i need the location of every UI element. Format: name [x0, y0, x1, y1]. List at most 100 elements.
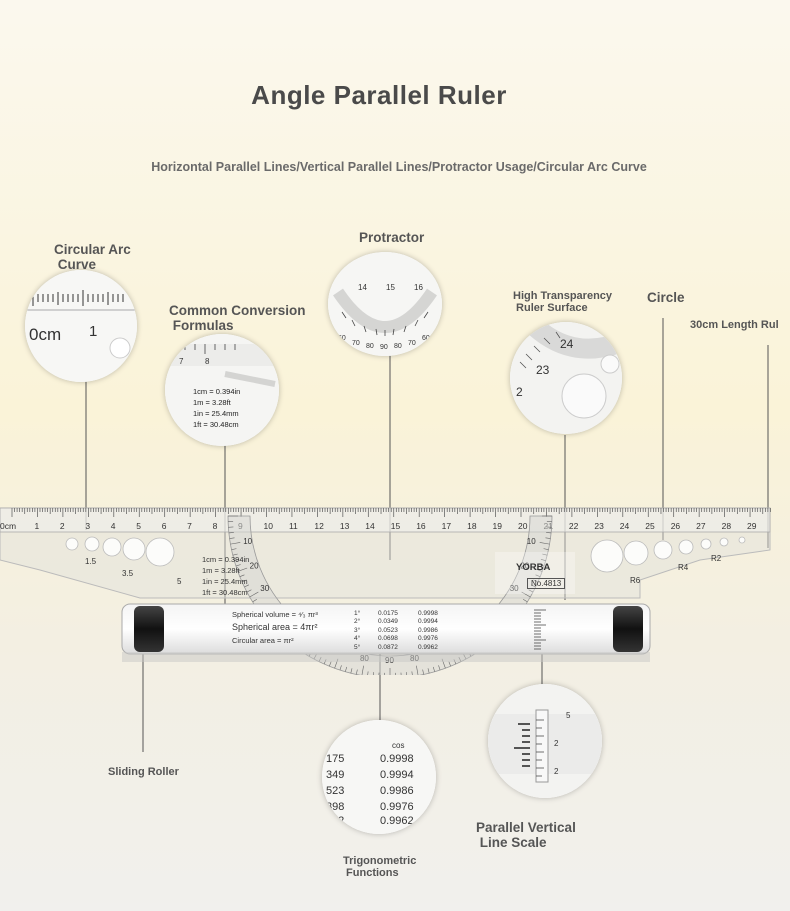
protractor-number: 10 — [243, 537, 252, 546]
protractor-tick — [532, 567, 543, 572]
protractor-tick — [339, 665, 342, 671]
svg-text:0.9976: 0.9976 — [380, 801, 414, 813]
protractor-tick — [543, 548, 549, 550]
protractor-tick — [356, 669, 358, 675]
model-label: No.4813 — [527, 578, 566, 589]
ruler-number: 0cm — [0, 521, 16, 531]
label-circle: Circle — [647, 290, 685, 305]
ruler-number: 6 — [162, 521, 167, 531]
ruler-number: 20 — [518, 521, 528, 531]
ruler-text-layer: YORBA No.4813 1.5 3.5 5 R6 R4 R2 1cm = 0… — [0, 500, 790, 675]
protractor-tick — [345, 666, 348, 672]
protractor-tick — [546, 532, 552, 534]
svg-text:2: 2 — [554, 767, 559, 776]
ruler-number: 2 — [60, 521, 65, 531]
protractor-tick — [361, 665, 364, 675]
protractor-tick — [540, 558, 546, 561]
protractor-number: 20 — [250, 561, 259, 570]
zoom-zero-label: 0cm — [29, 325, 61, 344]
transparency-zoom: 24 23 2 — [510, 322, 622, 434]
protractor-tick — [542, 553, 548, 556]
hole-label: 3.5 — [122, 569, 134, 578]
ruler-formulas: Spherical volume = ⁴⁄₃ πr³ Spherical are… — [232, 610, 318, 645]
protractor-tick — [539, 564, 545, 567]
ruler-number: 27 — [696, 521, 706, 531]
protractor-number: 30 — [260, 584, 269, 593]
protractor-tick — [234, 558, 240, 561]
ruler-number: 29 — [747, 521, 757, 531]
circular-arc-zoom: 0cm 1 — [25, 270, 137, 382]
svg-text:80: 80 — [394, 343, 402, 350]
conversion-zoom: 7 8 1cm = 0.394in 1m = 3.28ft 1in = 25.4… — [165, 334, 279, 446]
protractor-tick — [422, 669, 424, 675]
right-roller-cap — [613, 606, 643, 652]
protractor-tick — [535, 574, 541, 577]
label-circular-arc: Circular Arc Curve — [54, 242, 131, 272]
svg-text:2: 2 — [516, 385, 523, 399]
svg-text:2: 2 — [554, 739, 559, 748]
protractor-tick — [372, 672, 374, 675]
ruler-number: 4 — [111, 521, 116, 531]
label-vertical-scale: Parallel Vertical Line Scale — [476, 820, 576, 850]
svg-text:0.9962: 0.9962 — [380, 815, 414, 827]
protractor-tick — [539, 542, 550, 545]
hole-label: 5 — [177, 577, 182, 586]
svg-text:70: 70 — [408, 340, 416, 347]
ruler-number: 1 — [34, 521, 39, 531]
page-subtitle: Horizontal Parallel Lines/Vertical Paral… — [151, 160, 647, 174]
zoom-one-label: 1 — [89, 323, 97, 340]
protractor-tick — [239, 574, 245, 577]
svg-text:24: 24 — [560, 337, 574, 351]
svg-text:80: 80 — [366, 343, 374, 350]
ruler-number: 5 — [136, 521, 141, 531]
ruler-trig-degrees: 1°2°3°4°5° — [354, 610, 361, 651]
ruler-number: 26 — [671, 521, 681, 531]
hole-label: R6 — [630, 576, 641, 585]
svg-text:8: 8 — [205, 357, 210, 366]
svg-text:cos: cos — [392, 741, 404, 750]
protractor-tick — [545, 537, 551, 539]
ruler-number: 25 — [645, 521, 655, 531]
label-protractor: Protractor — [359, 230, 425, 245]
ruler-number: 23 — [594, 521, 604, 531]
ruler-number: 16 — [416, 521, 426, 531]
ruler-number: 3 — [85, 521, 90, 531]
ruler-number: 18 — [467, 521, 477, 531]
parallel-ruler: 0cm1234567891011121314151617181920212223… — [0, 507, 771, 675]
brand-label: YORBA — [516, 562, 551, 573]
protractor-tick — [252, 598, 258, 603]
protractor-tick — [416, 665, 419, 675]
protractor-tick — [237, 567, 248, 572]
protractor-tick — [229, 537, 235, 539]
vertical-scale-zoom: 5 2 2 — [488, 684, 602, 798]
svg-text:0.9994: 0.9994 — [380, 769, 414, 781]
svg-text:1m = 3.28ft: 1m = 3.28ft — [193, 398, 232, 407]
protractor-tick — [329, 661, 332, 667]
svg-text:60: 60 — [422, 335, 430, 342]
protractor-tick — [406, 672, 408, 675]
protractor-tick — [533, 579, 539, 583]
page-title: Angle Parallel Ruler — [251, 80, 507, 110]
label-transparency: High Transparency Ruler Surface — [513, 290, 613, 314]
svg-text:16: 16 — [414, 283, 423, 292]
label-trig: Trigonometric Functions — [343, 855, 417, 879]
ruler-number: 22 — [569, 521, 579, 531]
protractor-tick — [241, 579, 247, 583]
svg-text:1cm = 0.394in: 1cm = 0.394in — [193, 387, 240, 396]
hole-label: R4 — [678, 563, 689, 572]
label-sliding-roller: Sliding Roller — [108, 766, 179, 778]
label-length: 30cm Length Rul — [690, 319, 779, 331]
protractor-tick — [246, 589, 252, 593]
protractor-tick — [411, 671, 413, 675]
svg-text:60: 60 — [338, 335, 346, 342]
protractor-number: 10 — [527, 537, 536, 546]
svg-text:5: 5 — [566, 711, 571, 720]
protractor-tick — [427, 668, 430, 674]
svg-text:1ft = 30.48cm: 1ft = 30.48cm — [193, 420, 239, 429]
protractor-tick — [528, 589, 534, 593]
protractor-tick — [230, 542, 241, 545]
protractor-tick — [244, 584, 250, 588]
ruler-number: 7 — [187, 521, 192, 531]
